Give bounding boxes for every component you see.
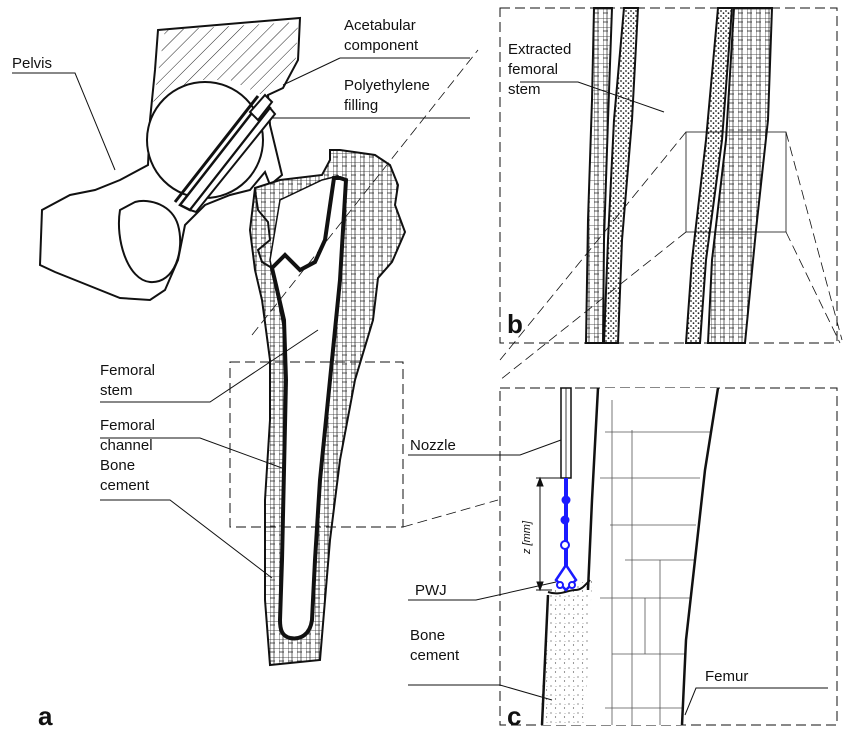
label-bone-cement-a-2: cement: [100, 477, 150, 494]
water-jet: [556, 478, 576, 590]
label-femoral-stem-1: Femoral: [100, 362, 155, 379]
z-dimension: [536, 478, 562, 590]
panel-letter-c: c: [507, 701, 521, 731]
label-femoral-stem-2: stem: [100, 382, 133, 399]
panel-b-frame: [500, 8, 837, 343]
label-pelvis: Pelvis: [12, 55, 52, 72]
label-polyethylene-1: Polyethylene: [344, 77, 430, 94]
label-femur: Femur: [705, 668, 748, 685]
label-acetabular-2: component: [344, 37, 419, 54]
label-acetabular-1: Acetabular: [344, 17, 416, 34]
label-bone-cement-a-1: Bone: [100, 457, 135, 474]
label-bone-cement-c-2: cement: [410, 647, 460, 664]
panel-c-drawing: z [mm]: [408, 388, 837, 725]
panel-a-drawing: [40, 18, 498, 665]
label-pwj: PWJ: [415, 582, 447, 599]
label-extracted-2: femoral: [508, 61, 558, 78]
label-nozzle: Nozzle: [410, 437, 456, 454]
label-extracted-3: stem: [508, 81, 541, 98]
z-axis-label: z [mm]: [521, 520, 533, 555]
panel-letter-a: a: [38, 701, 53, 731]
label-femoral-channel-1: Femoral: [100, 417, 155, 434]
label-bone-cement-c-1: Bone: [410, 627, 445, 644]
panel-letter-b: b: [507, 309, 523, 339]
label-femoral-channel-2: channel: [100, 437, 153, 454]
label-polyethylene-2: filling: [344, 97, 378, 114]
label-extracted-1: Extracted: [508, 41, 571, 58]
